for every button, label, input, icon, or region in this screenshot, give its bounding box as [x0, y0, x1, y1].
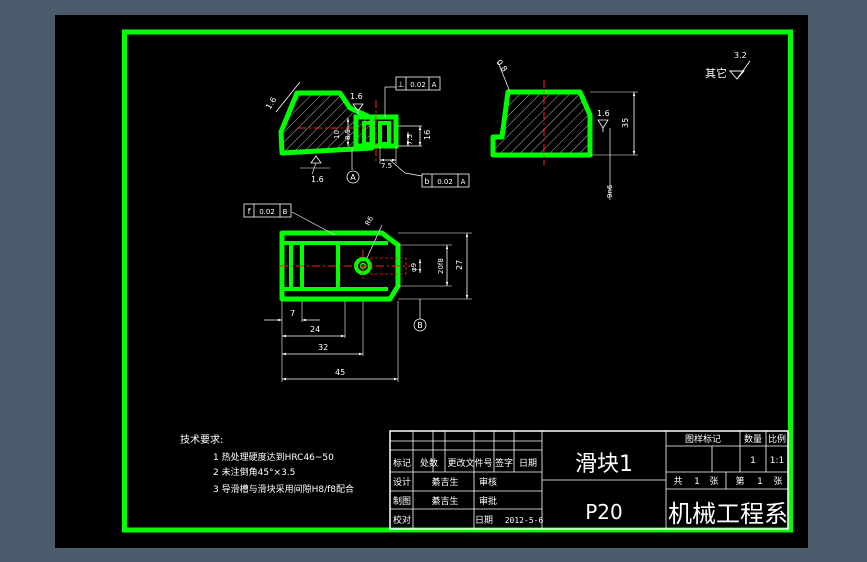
tolerance-frame-1: ⊥ 0.02 A: [395, 76, 441, 91]
svg-text:0.02: 0.02: [259, 208, 275, 216]
dim-32: 32: [318, 343, 328, 352]
tb-date-value: 2012-5-6: [505, 516, 544, 525]
dim-hole-r: R6: [364, 214, 376, 226]
tb-header-count: 处数: [420, 457, 438, 469]
svg-text:3.2: 3.2: [734, 51, 747, 60]
svg-text:A: A: [461, 178, 466, 186]
tb-header-doc: 更改文件号: [447, 457, 492, 469]
dim-35: 35: [621, 118, 630, 128]
datum-b-label: B: [417, 321, 423, 330]
dim-7: 7: [290, 309, 295, 318]
tb-stage-label: 图样标记: [685, 433, 721, 445]
title-block: 标记 处数 更改文件号 签字 日期 设计 綦吉生 审核 制图 綦吉生 审批 校对…: [389, 430, 789, 530]
dim-27: 27: [455, 260, 464, 270]
tech-req-item-3: 3 导滑槽与滑块采用间隙H8/f8配合: [213, 483, 354, 495]
tb-total-value: 1: [694, 477, 700, 487]
front-section-view: A 1.6 1.6 1.6 16 7.5 10 8.5 7.5: [264, 81, 432, 184]
tb-date-label: 日期: [475, 515, 493, 526]
tb-approve-label: 审批: [479, 495, 497, 507]
tb-scale-value: 1:1: [770, 456, 784, 466]
svg-text:A: A: [432, 81, 437, 89]
dim-20f8: 20f8: [437, 258, 445, 274]
dim-45: 45: [335, 368, 345, 377]
datum-a-circle: [346, 170, 360, 184]
roughness-1-6-a: 1.6: [264, 95, 278, 111]
tb-review-label: 审核: [479, 476, 497, 488]
roughness-1-6-c: 1.6: [311, 175, 324, 184]
svg-text:其它: 其它: [705, 66, 727, 80]
other-roughness: 其它 3.2: [705, 51, 751, 80]
drawing-sheet: [55, 15, 808, 548]
sheet-border: [122, 29, 793, 533]
tb-proof-label: 校对: [393, 514, 411, 526]
tolerance-frame-3: f 0.02 B: [243, 203, 292, 218]
svg-text:B: B: [283, 208, 288, 216]
side-view: 0.8 1.6 35 9n6: [490, 58, 638, 200]
tb-qty-value: 1: [750, 456, 756, 466]
svg-text:f: f: [248, 207, 251, 216]
svg-text:0.02: 0.02: [410, 81, 426, 89]
tolerance-frame-2: b 0.02 A: [421, 173, 470, 188]
datum-b-circle: [413, 318, 427, 332]
svg-text:⊥: ⊥: [398, 80, 405, 89]
tb-scale-label: 比例: [768, 433, 786, 445]
roughness-1-6-b: 1.6: [350, 92, 363, 101]
tb-page-label: 第: [735, 475, 744, 487]
tb-draw-name: 綦吉生: [431, 495, 458, 507]
tb-design-name: 綦吉生: [431, 476, 458, 488]
dim-7-5-h: 7.5: [381, 162, 392, 170]
tb-header-sign: 签字: [495, 457, 513, 469]
tech-req-item-1: 1 热处理硬度达到HRC46~50: [213, 451, 334, 463]
tb-page-unit: 张: [773, 476, 782, 487]
svg-text:0.02: 0.02: [437, 178, 453, 186]
dim-9n6: 9n6: [606, 184, 614, 198]
tb-part-name: 滑块1: [575, 452, 633, 477]
tech-req-item-2: 2 未注倒角45°×3.5: [213, 466, 295, 478]
tech-req-title: 技术要求:: [180, 433, 223, 446]
dim-24: 24: [310, 325, 320, 334]
tb-design-label: 设计: [393, 476, 411, 488]
tb-org: 机械工程系: [668, 500, 788, 528]
dim-10: 10: [333, 130, 341, 139]
tb-header-mark: 标记: [393, 457, 411, 469]
tb-qty-label: 数量: [744, 433, 762, 445]
tb-header-date: 日期: [519, 458, 537, 469]
tb-total-label: 共: [673, 476, 682, 487]
technical-requirements: 技术要求: 1 热处理硬度达到HRC46~50 2 未注倒角45°×3.5 3 …: [180, 433, 354, 495]
tb-drawing-no: P20: [585, 500, 623, 524]
dim-8-5: 8.5: [344, 129, 352, 140]
tb-page-value: 1: [757, 477, 763, 487]
dim-7-5-v: 7.5: [406, 134, 414, 145]
svg-text:b: b: [424, 177, 429, 186]
roughness-1-6-d: 1.6: [597, 109, 610, 118]
top-view: R6 27 20f8 φ9 7 24 32 45 B: [264, 211, 472, 382]
roughness-0-8: 0.8: [494, 58, 509, 74]
dim-phi9: φ9: [410, 263, 418, 272]
side-view-outline: [490, 89, 593, 158]
tb-draw-label: 制图: [393, 495, 411, 507]
dim-16: 16: [423, 130, 432, 140]
datum-a-label: A: [350, 173, 356, 182]
tb-total-unit: 张: [709, 476, 718, 487]
